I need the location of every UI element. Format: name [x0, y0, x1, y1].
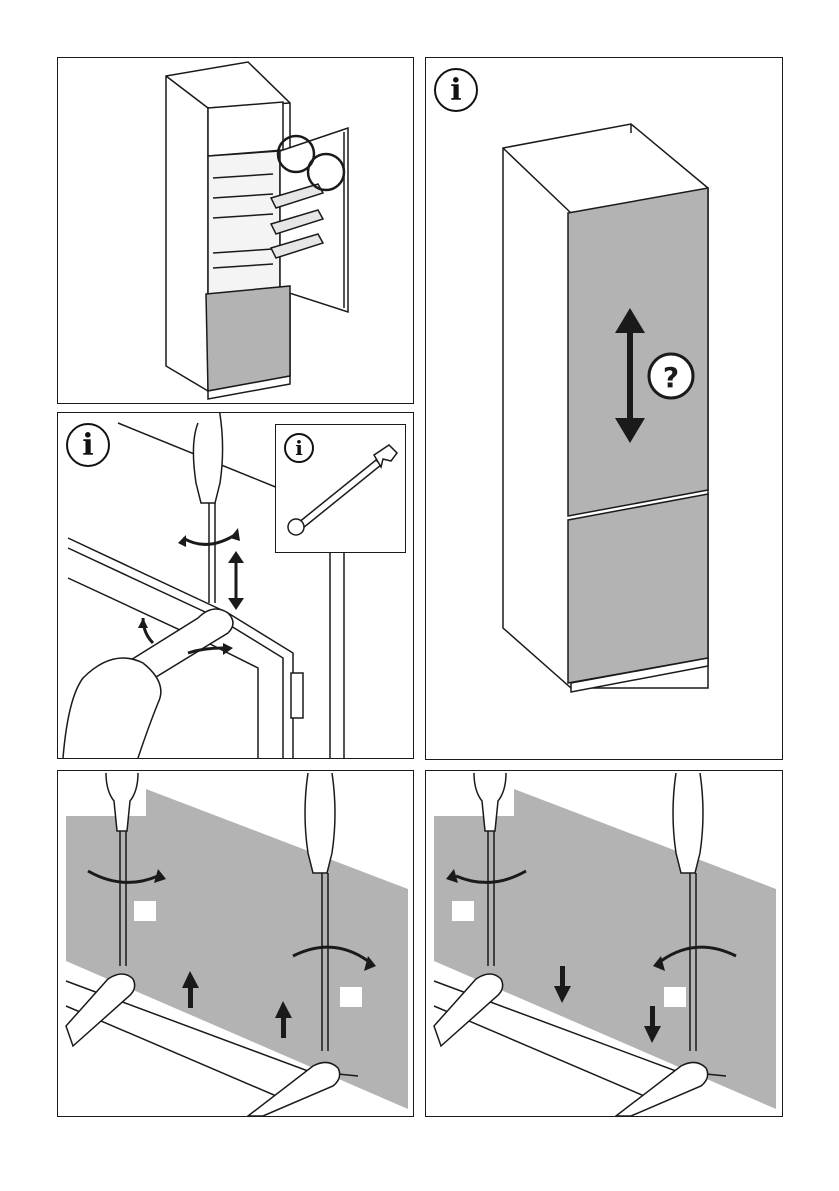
panel-open-fridge: [57, 57, 414, 404]
info-icon: i: [66, 423, 110, 467]
raise-door-illustration: [58, 771, 414, 1117]
wrench-inset: i: [275, 424, 406, 553]
question-mark: ?: [663, 361, 679, 394]
panel-wrench-adjust: i i: [57, 412, 414, 759]
lower-door-illustration: [426, 771, 783, 1117]
panel-raise-door: [57, 770, 414, 1117]
open-fridge-illustration: [58, 58, 414, 404]
panel-door-alignment: i ?: [425, 57, 783, 760]
door-alignment-illustration: ?: [426, 58, 783, 760]
panel-lower-door: [425, 770, 783, 1117]
wrench-icon: [276, 425, 406, 553]
